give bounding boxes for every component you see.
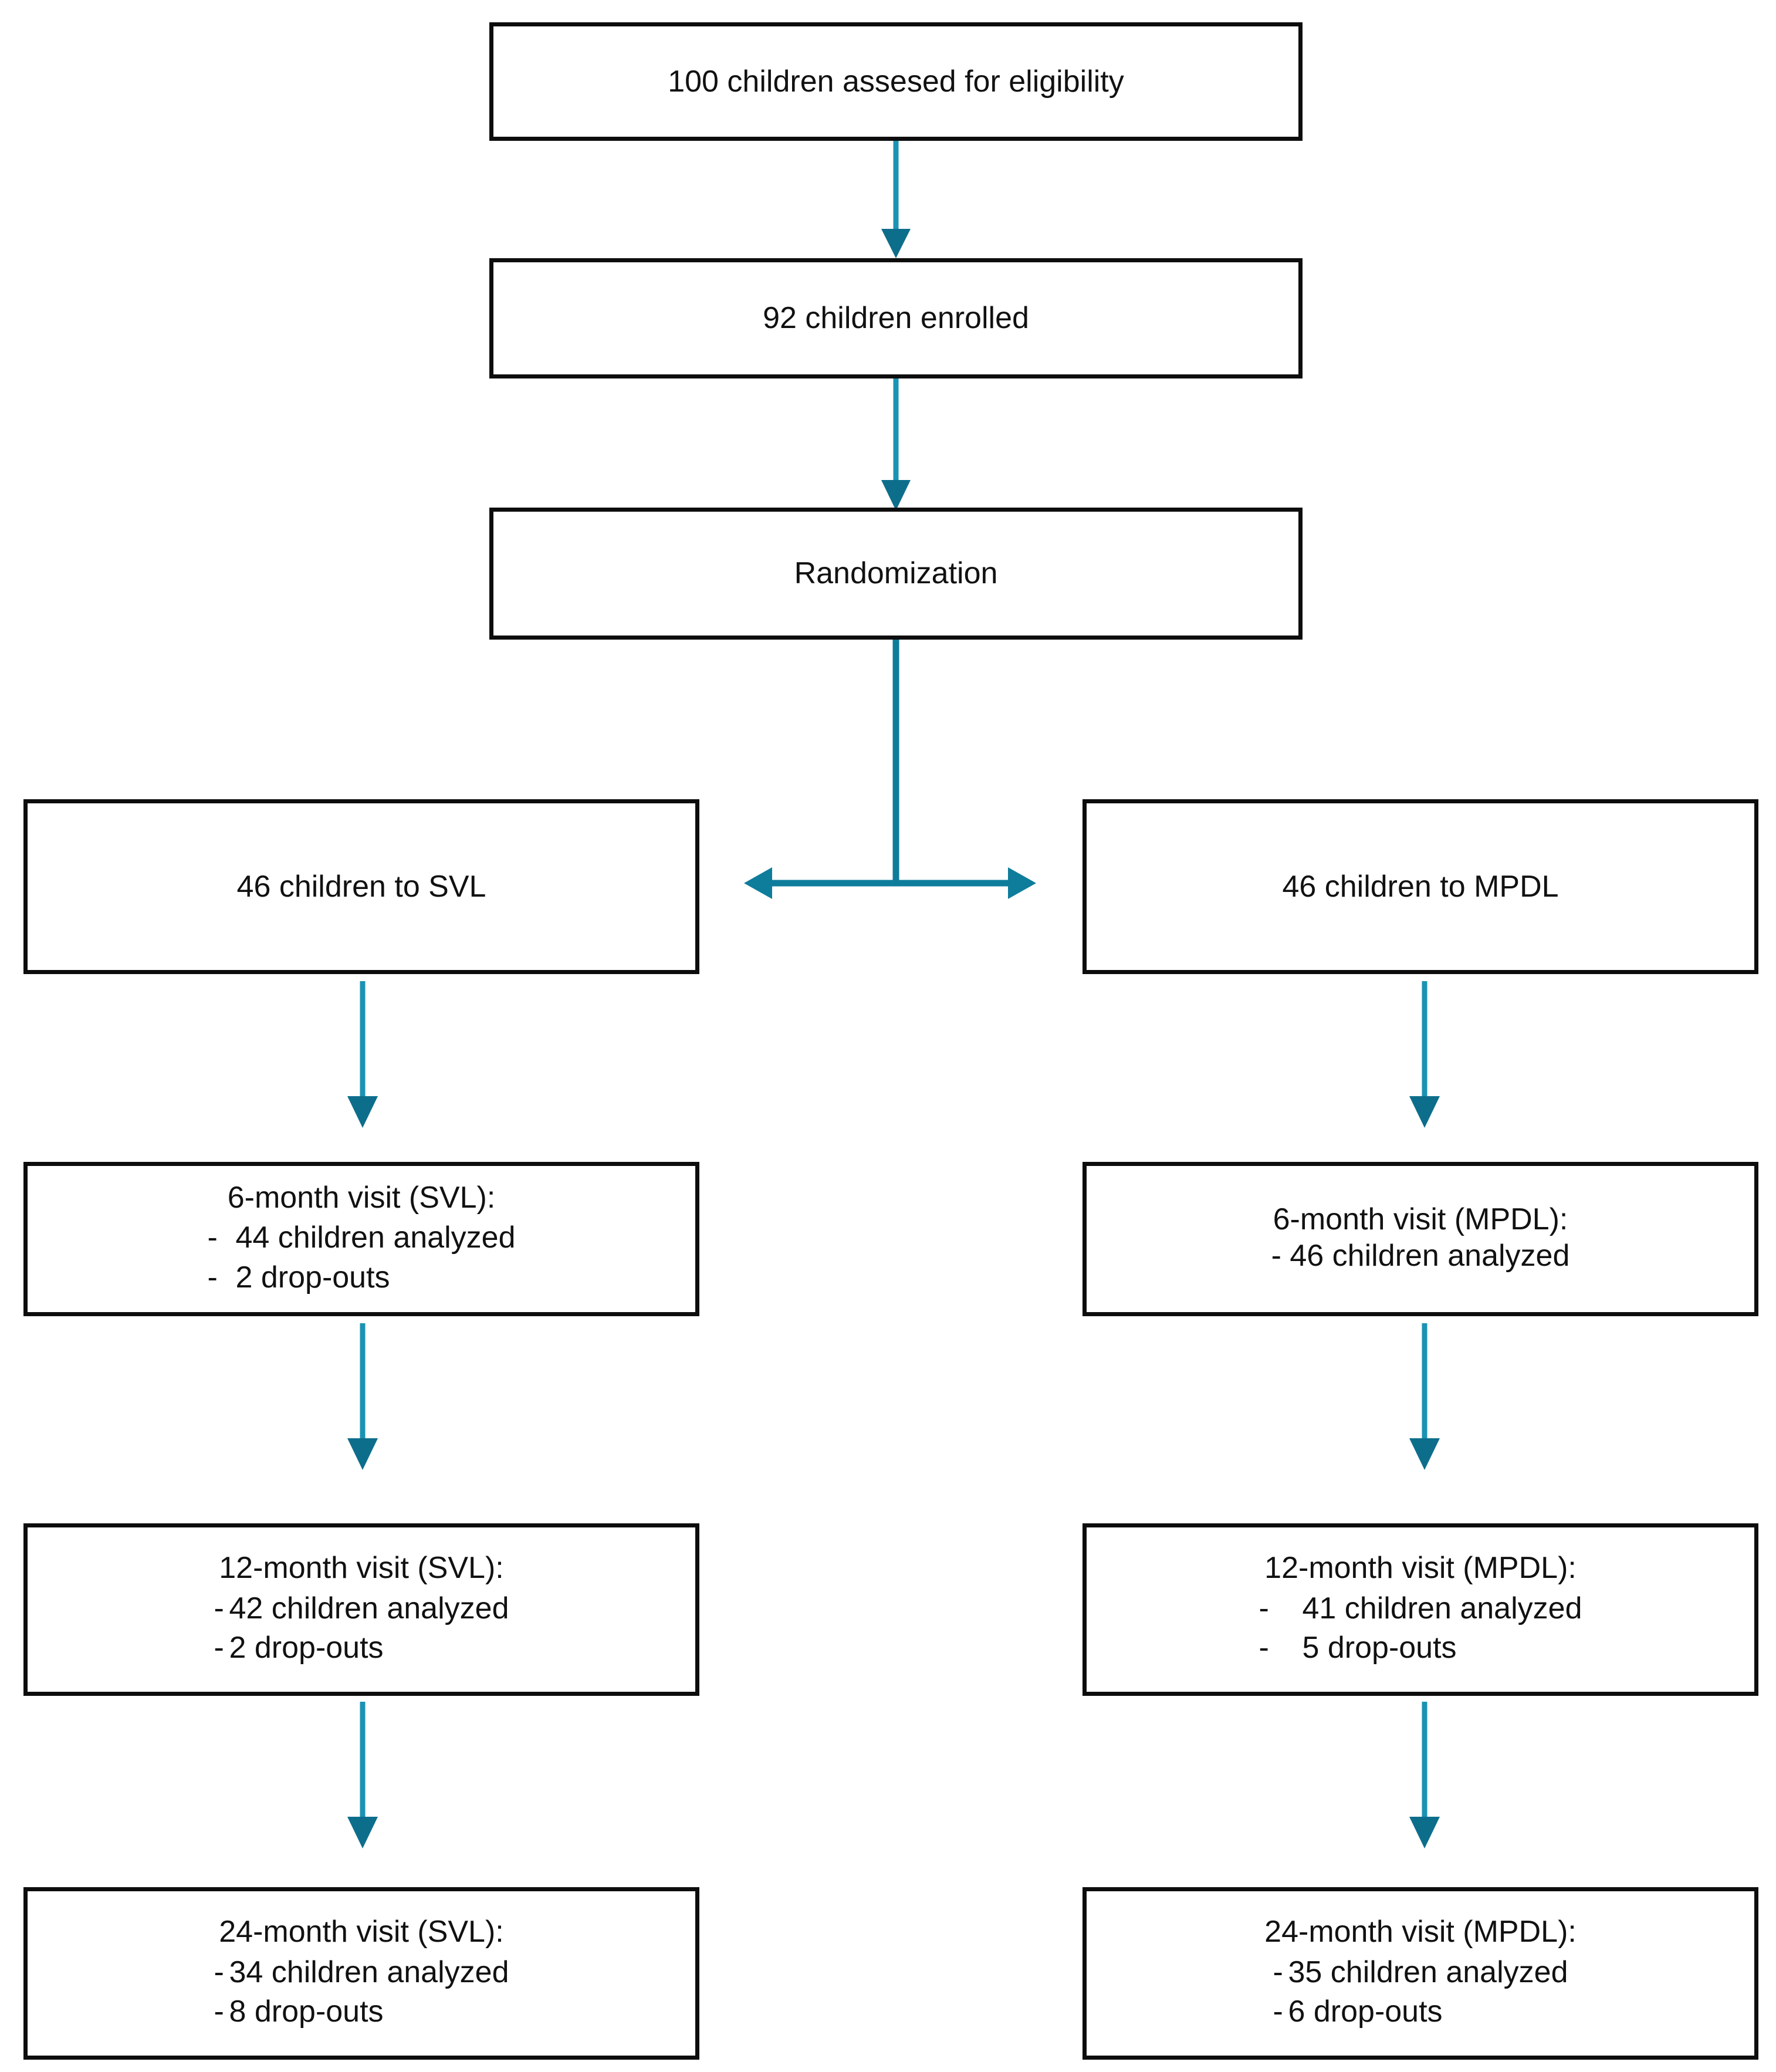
arrow-svl-6m-to-12m — [347, 1323, 378, 1470]
box-allocation-mpdl: 46 children to MPDL — [1082, 799, 1758, 974]
list-item-text: 6 drop-outs — [1288, 1995, 1443, 2029]
bullet-dash: - — [1259, 1591, 1269, 1625]
svl-6-month-title: 6-month visit (SVL): — [227, 1180, 496, 1215]
arrow-allocation-split — [744, 867, 1036, 899]
list-item: - 5 drop-outs — [1259, 1628, 1457, 1668]
arrow-eligibility-to-enrolled — [881, 141, 911, 258]
arrow-svl-alloc-to-6m — [347, 981, 378, 1128]
bullet-dash: - — [1259, 1631, 1269, 1665]
list-item: - 44 children analyzed — [208, 1218, 516, 1258]
svl-24-month-items: - 34 children analyzed - 8 drop-outs — [214, 1953, 509, 2032]
bullet-dash: - — [207, 1221, 218, 1255]
bullet-dash: - — [214, 1631, 224, 1665]
randomization-label: Randomization — [794, 556, 998, 591]
list-item-text: 35 children analyzed — [1288, 1955, 1568, 1989]
box-mpdl-24-month: 24-month visit (MPDL): - 35 children ana… — [1082, 1887, 1758, 2060]
box-svl-24-month: 24-month visit (SVL): - 34 children anal… — [23, 1887, 699, 2060]
arrow-svl-12m-to-24m — [347, 1702, 378, 1848]
bullet-dash: - — [1273, 1955, 1283, 1989]
mpdl-6-month-item: - 46 children analyzed — [1271, 1236, 1570, 1276]
list-item: - 34 children analyzed — [214, 1953, 509, 1993]
list-item: - 2 drop-outs — [214, 1628, 384, 1668]
bullet-dash: - — [1271, 1238, 1281, 1273]
eligibility-label: 100 children assesed for eligibility — [668, 64, 1124, 99]
list-item: - 6 drop-outs — [1273, 1992, 1443, 2032]
svl-24-month-title: 24-month visit (SVL): — [219, 1915, 504, 1949]
bullet-dash: - — [1273, 1995, 1283, 2029]
bullet-dash: - — [207, 1260, 218, 1294]
connector-randomization-split — [892, 640, 899, 886]
mpdl-24-month-items: - 35 children analyzed - 6 drop-outs — [1273, 1953, 1568, 2032]
allocation-mpdl-label: 46 children to MPDL — [1282, 869, 1559, 904]
bullet-dash: - — [214, 1995, 224, 2029]
mpdl-12-month-items: - 41 children analyzed - 5 drop-outs — [1259, 1589, 1582, 1668]
list-item: - 35 children analyzed — [1273, 1953, 1568, 1993]
list-item-text: 8 drop-outs — [229, 1995, 384, 2029]
list-item-text: 46 children analyzed — [1290, 1238, 1570, 1273]
arrow-enrolled-to-randomization — [881, 378, 911, 511]
arrow-mpdl-alloc-to-6m — [1409, 981, 1440, 1128]
mpdl-6-month-title: 6-month visit (MPDL): — [1273, 1202, 1568, 1236]
mpdl-12-month-title: 12-month visit (MPDL): — [1264, 1551, 1577, 1586]
list-item-text: 34 children analyzed — [229, 1955, 509, 1989]
list-item: - 8 drop-outs — [214, 1992, 384, 2032]
box-mpdl-6-month: 6-month visit (MPDL): - 46 children anal… — [1082, 1162, 1758, 1316]
bullet-dash: - — [214, 1955, 224, 1989]
mpdl-24-month-title: 24-month visit (MPDL): — [1264, 1915, 1577, 1949]
box-svl-6-month: 6-month visit (SVL): - 44 children analy… — [23, 1162, 699, 1316]
list-item: - 2 drop-outs — [208, 1258, 390, 1298]
box-eligibility: 100 children assesed for eligibility — [489, 22, 1303, 141]
box-svl-12-month: 12-month visit (SVL): - 42 children anal… — [23, 1523, 699, 1696]
arrow-mpdl-6m-to-12m — [1409, 1323, 1440, 1470]
list-item-text: 2 drop-outs — [235, 1260, 390, 1294]
bullet-dash: - — [214, 1591, 224, 1625]
arrow-mpdl-12m-to-24m — [1409, 1702, 1440, 1848]
svl-12-month-title: 12-month visit (SVL): — [219, 1551, 504, 1586]
svl-6-month-items: - 44 children analyzed - 2 drop-outs — [208, 1218, 516, 1297]
list-item-text: 41 children analyzed — [1302, 1591, 1582, 1625]
list-item: - 41 children analyzed — [1259, 1589, 1582, 1629]
allocation-svl-label: 46 children to SVL — [236, 869, 486, 904]
box-enrolled: 92 children enrolled — [489, 258, 1303, 378]
box-allocation-svl: 46 children to SVL — [23, 799, 699, 974]
enrolled-label: 92 children enrolled — [763, 301, 1029, 336]
list-item-text: 42 children analyzed — [229, 1591, 509, 1625]
box-mpdl-12-month: 12-month visit (MPDL): - 41 children ana… — [1082, 1523, 1758, 1696]
box-randomization: Randomization — [489, 508, 1303, 640]
list-item-text: 5 drop-outs — [1302, 1631, 1457, 1665]
list-item: - 42 children analyzed — [214, 1589, 509, 1629]
svl-12-month-items: - 42 children analyzed - 2 drop-outs — [214, 1589, 509, 1668]
list-item-text: 2 drop-outs — [229, 1631, 384, 1665]
list-item-text: 44 children analyzed — [235, 1221, 516, 1255]
